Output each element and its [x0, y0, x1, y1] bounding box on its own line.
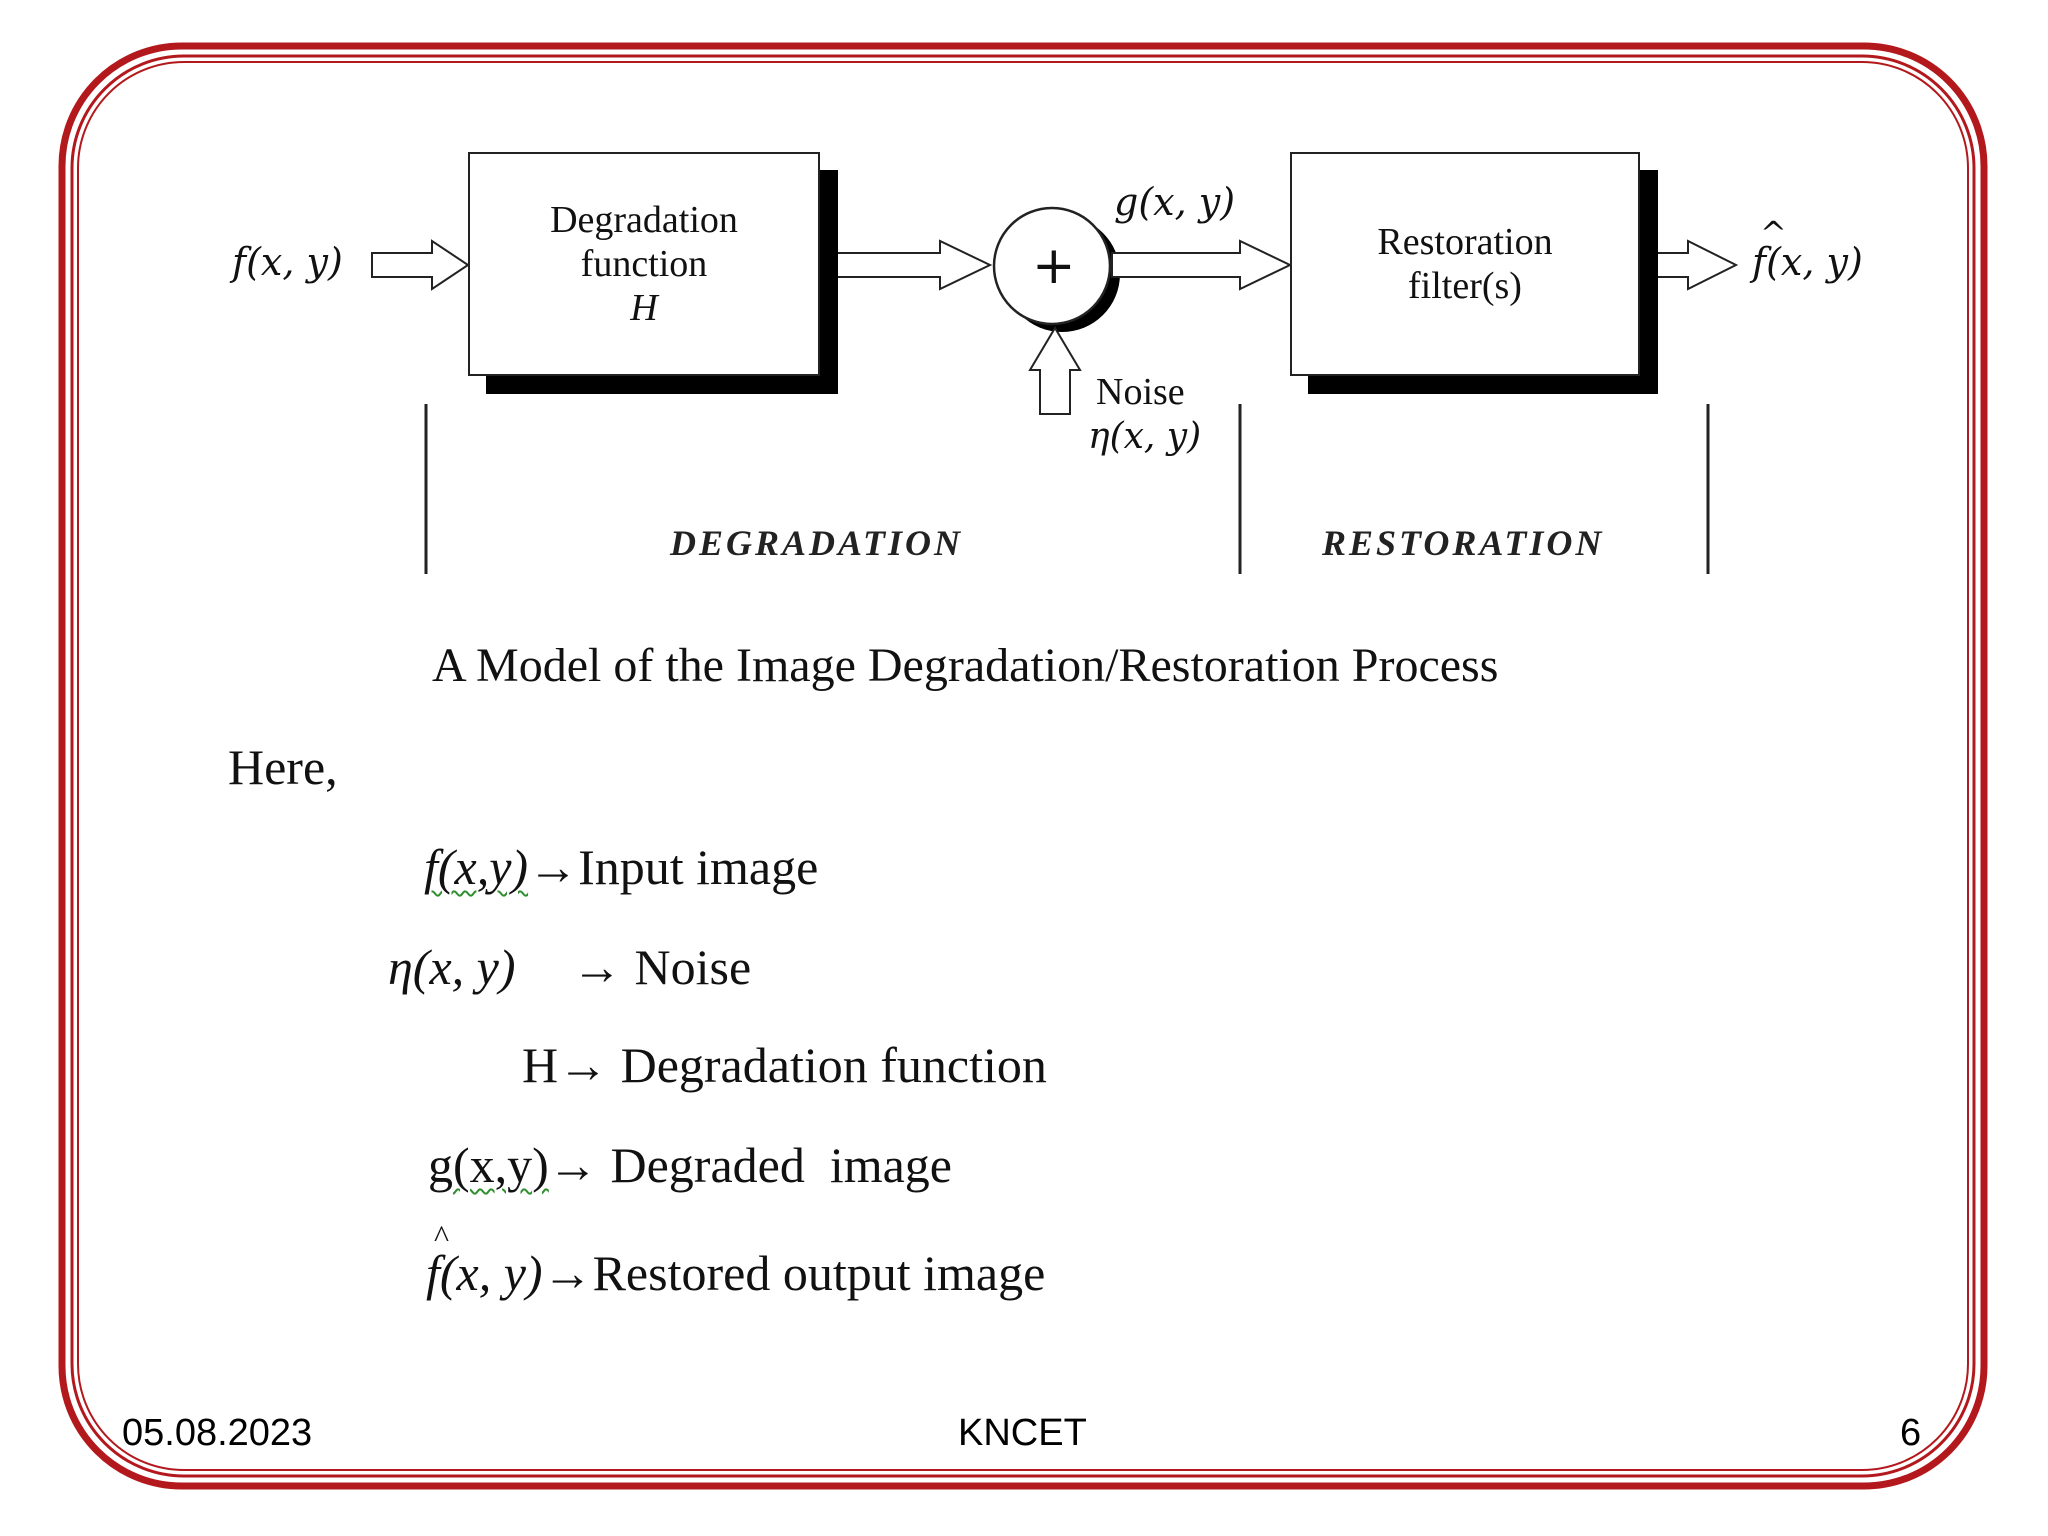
degradation-box-line1: Degradation	[550, 199, 738, 241]
legend-arrow-h: →	[558, 1037, 609, 1093]
degradation-function-box: Degradation function H	[468, 152, 820, 376]
legend-symbol-restored: f(x, y)	[426, 1218, 543, 1302]
footer-center-text: KNCET	[958, 1412, 1087, 1454]
restoration-box-line1: Restoration	[1377, 221, 1553, 263]
here-label: Here,	[228, 739, 338, 795]
adder-plus-symbol: +	[1032, 236, 1076, 296]
footer-page-number: 6	[1900, 1412, 1922, 1454]
output-arrow	[1639, 239, 1739, 291]
legend-arrow-degraded: →	[548, 1137, 598, 1193]
degraded-arrow	[817, 239, 993, 291]
restoration-box-line2: filter(s)	[1408, 265, 1522, 307]
adder-output-arrow	[1111, 239, 1293, 291]
adder-circle	[992, 206, 1112, 326]
legend-row-restored: f(x, y)→Restored output image	[426, 1218, 1046, 1302]
legend-arrow-input: →	[528, 839, 579, 895]
degraded-signal-label: g(x, y)	[1114, 180, 1236, 224]
degradation-box-line2: function	[580, 243, 708, 285]
noise-label: Noise	[1096, 371, 1185, 413]
degradation-section-label: DEGRADATION	[670, 523, 964, 563]
legend-row-degradation-function: H→ Degradation function	[522, 1036, 1047, 1094]
legend-symbol-h: H	[522, 1037, 559, 1093]
input-signal-label: f(x, y)	[232, 240, 343, 284]
legend-arrow-noise: →	[572, 939, 622, 995]
degradation-box-line3: H	[630, 287, 658, 329]
legend-symbol-input: f(x,y)	[424, 839, 529, 895]
input-arrow	[371, 239, 470, 291]
legend-text-noise: Noise	[634, 939, 752, 995]
legend-text-h: Degradation function	[620, 1037, 1047, 1093]
restoration-filter-box: Restoration filter(s)	[1290, 152, 1640, 376]
diagram-caption: A Model of the Image Degradation/Restora…	[432, 639, 1499, 692]
noise-symbol-label: η(x, y)	[1088, 416, 1202, 457]
legend-row-input: f(x,y)→Input image	[424, 838, 818, 896]
legend-row-noise: η(x, y) → Noise	[388, 938, 751, 996]
legend-text-input: Input image	[578, 839, 819, 895]
legend-symbol-noise: η(x, y)	[388, 939, 516, 995]
restoration-section-label: RESTORATION	[1322, 523, 1605, 563]
legend-row-degraded: g(x,y)→ Degraded image	[428, 1136, 952, 1194]
output-signal-text: f(x, y)	[1752, 214, 1863, 284]
footer-date: 05.08.2023	[122, 1412, 313, 1454]
legend-symbol-degraded: g(x,y)	[428, 1137, 549, 1193]
legend-arrow-restored: →	[542, 1245, 593, 1301]
noise-arrow	[1028, 326, 1082, 415]
block-diagram	[371, 206, 1739, 574]
output-signal-label: f(x, y)	[1752, 214, 1863, 284]
legend-text-degraded: Degraded image	[610, 1137, 953, 1193]
legend-text-restored: Restored output image	[592, 1245, 1046, 1301]
